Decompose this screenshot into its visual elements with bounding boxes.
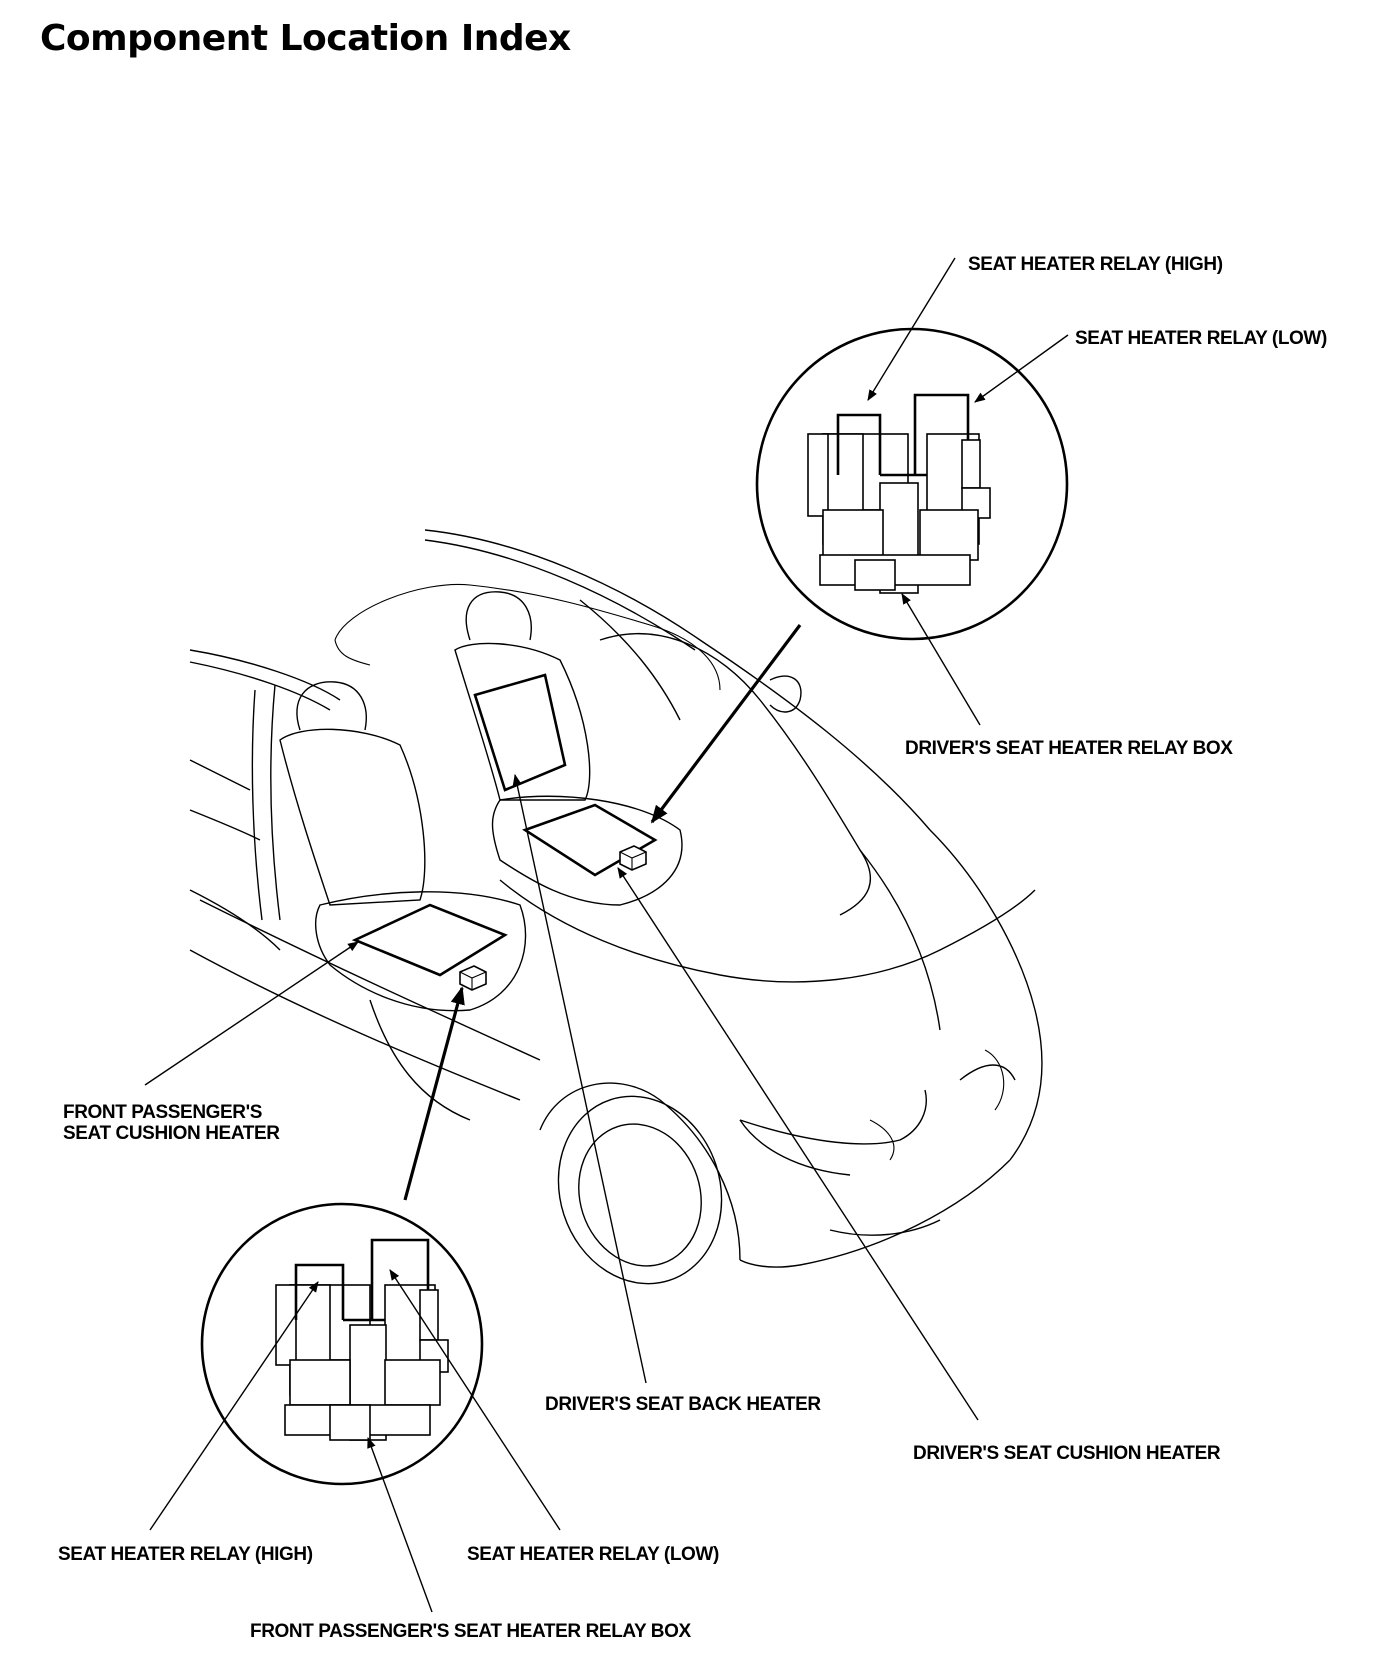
leader-driver-cushion-heater	[617, 867, 979, 1421]
leader-relay-high-bottom	[149, 1281, 319, 1531]
leader-passenger-cushion	[144, 941, 359, 1086]
leader-relay-high-top	[867, 257, 956, 401]
label-relay-low-bottom: SEAT HEATER RELAY (LOW)	[467, 1544, 719, 1565]
passenger-relay-box-detail	[200, 1202, 484, 1486]
leader-driver-back-heater	[512, 773, 647, 1384]
leader-relay-low-bottom	[389, 1269, 561, 1531]
label-relay-high-bottom: SEAT HEATER RELAY (HIGH)	[58, 1544, 313, 1565]
driver-relay-box-icon	[807, 393, 991, 594]
label-driver-back-heater: DRIVER'S SEAT BACK HEATER	[545, 1394, 821, 1415]
passenger-relay-box-icon	[275, 1238, 449, 1441]
leader-driver-relay-box	[901, 593, 981, 726]
car-illustration	[189, 529, 1043, 1285]
label-relay-low-top: SEAT HEATER RELAY (LOW)	[1075, 328, 1327, 349]
label-passenger-cushion-line1: FRONT PASSENGER'S	[63, 1102, 262, 1123]
driver-relay-box-detail	[755, 327, 1069, 641]
label-relay-high-top: SEAT HEATER RELAY (HIGH)	[968, 254, 1223, 275]
driver-seat	[454, 591, 683, 906]
leader-passenger-relay-box	[367, 1436, 433, 1613]
passenger-seat	[279, 681, 527, 1012]
passenger-relay-callout-arrow	[403, 986, 465, 1201]
page-title: Component Location Index	[40, 18, 571, 59]
label-passenger-relay-box: FRONT PASSENGER'S SEAT HEATER RELAY BOX	[250, 1621, 691, 1642]
label-passenger-cushion-line2: SEAT CUSHION HEATER	[63, 1123, 280, 1144]
leader-relay-low-top	[974, 334, 1069, 403]
label-driver-cushion-heater: DRIVER'S SEAT CUSHION HEATER	[913, 1443, 1221, 1464]
driver-relay-callout-arrow	[650, 624, 802, 824]
label-driver-relay-box: DRIVER'S SEAT HEATER RELAY BOX	[905, 738, 1233, 759]
